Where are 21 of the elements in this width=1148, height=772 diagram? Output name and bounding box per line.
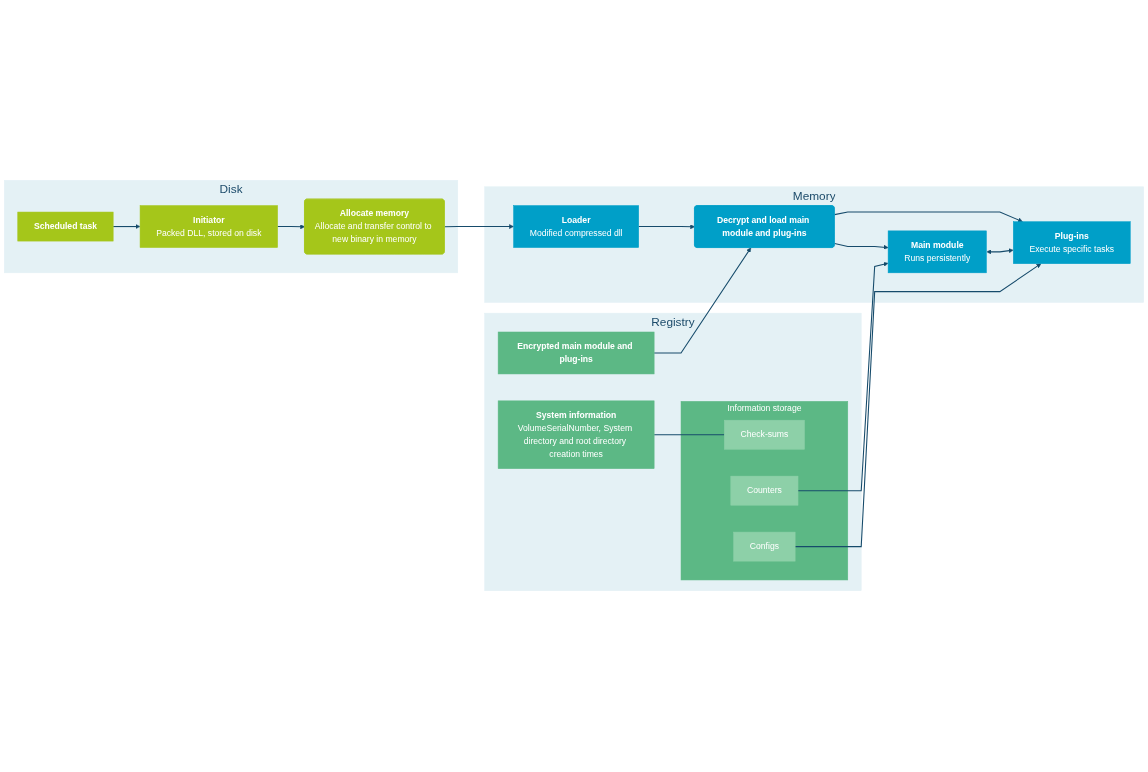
arrow	[277, 224, 305, 230]
node-box: Main module Runs persistently	[887, 231, 987, 274]
arrow	[834, 212, 1023, 223]
arrow	[794, 263, 1042, 548]
arrow	[444, 224, 514, 230]
arrow	[834, 243, 889, 251]
connector	[653, 434, 725, 436]
node-box: Plug-ins Execute specific tasks	[1013, 221, 1131, 265]
node-box: Counters	[730, 476, 799, 506]
arrow	[986, 248, 1014, 255]
node-box: Encrypted main module and plug-ins	[497, 332, 655, 375]
node-box: Configs	[733, 532, 796, 562]
node-box: Scheduled task	[17, 212, 114, 242]
node-box: Check-sums	[724, 420, 805, 450]
arrow	[112, 224, 141, 230]
arrow	[653, 248, 752, 354]
arrow	[638, 224, 695, 230]
node-box: Initiator Packed DLL, stored on disk	[139, 205, 278, 249]
node-box: Loader Modified compressed dll	[513, 205, 639, 249]
arrow	[797, 262, 889, 492]
node-box: System information VolumeSerialNumber, System directory and root directory creation times	[497, 401, 655, 470]
